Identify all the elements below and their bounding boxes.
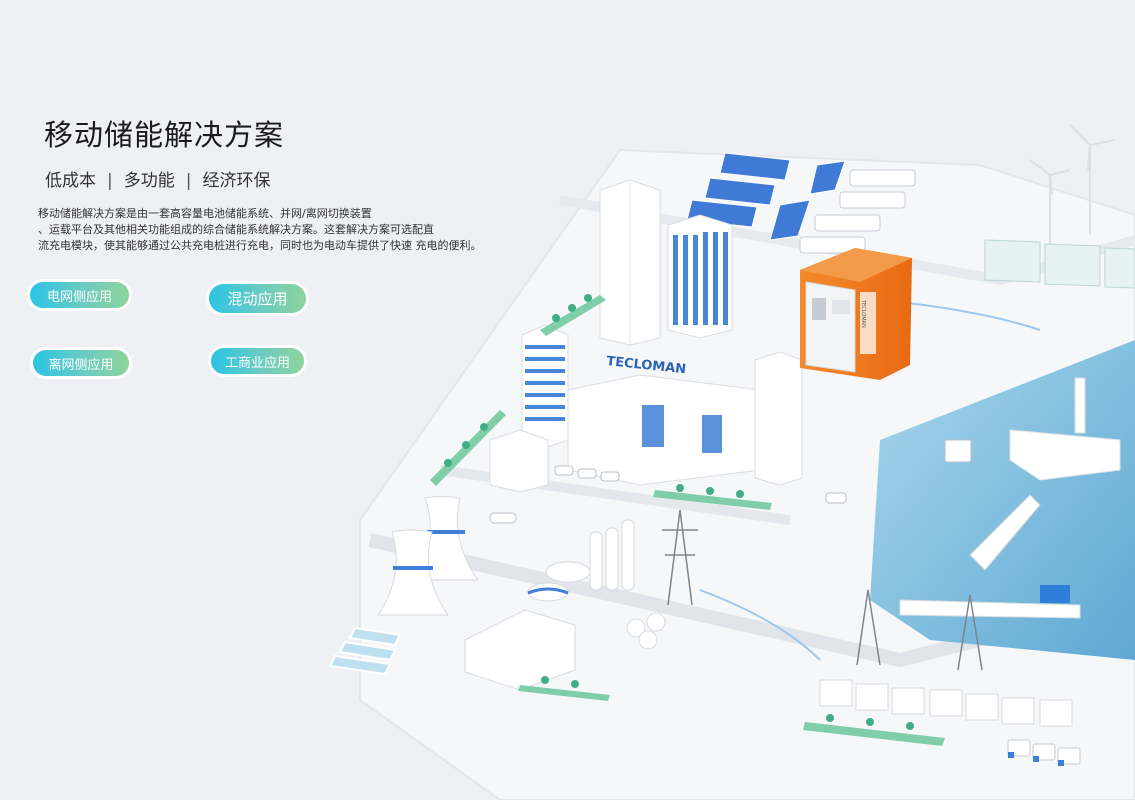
energy-storage-container [800,248,912,380]
cargo-ship [969,494,1041,571]
blue-office-building [667,214,733,339]
tagline-eco: 经济环保 [202,171,271,191]
cars [489,439,972,524]
trees [444,294,914,730]
industrial-plant [464,519,666,691]
solar-panels [686,152,846,241]
wind-turbines [1029,124,1116,245]
hybrid-application-button[interactable]: 混动应用 [209,284,306,313]
white-tower [599,179,661,346]
tagline-separator: | [107,171,113,191]
water-area [870,340,1135,660]
truck-cabs [1008,752,1064,766]
striped-tower [521,324,569,449]
greenhouses [984,239,1135,289]
solution-description: 移动储能解决方案是由一套高容量电池储能系统、并网/离网切换装置 、运载平台及其他… [38,206,508,254]
headquarters-building [489,351,803,493]
container-brand-label: TECLOMAN [860,299,866,328]
crane [1040,585,1070,603]
description-line: 移动储能解决方案是由一套高容量电池储能系统、并网/离网切换装置 [38,207,372,220]
buses [799,169,916,254]
off-grid-application-button[interactable]: 离网侧应用 [33,350,129,376]
dock [899,599,1081,619]
cooling-towers [377,496,479,616]
lighthouse [1074,377,1086,434]
description-line: 、运载平台及其他相关功能组成的综合储能系统解决方案。这套解决方案可选配直 [38,223,434,236]
feature-tagline: 低成本 | 多功能 | 经济环保 [45,166,270,191]
storage-units [819,679,1073,727]
water-pools [328,626,402,676]
industrial-commercial-application-button[interactable]: 工商业应用 [211,348,304,374]
grid-side-application-button[interactable]: 电网侧应用 [30,282,129,308]
transmission-towers [662,509,983,671]
description-line: 流充电模块，使其能够通过公共充电桩进行充电，同时也为电动车提供了快速 充电的便利… [38,239,482,252]
tagline-multi-function: 多功能 [123,171,175,191]
page-title: 移动储能解决方案 [44,118,285,152]
tagline-low-cost: 低成本 [45,171,96,191]
tagline-separator: | [185,171,192,191]
power-line [699,589,821,661]
pier [1009,429,1121,481]
pipe-ring [527,587,569,595]
